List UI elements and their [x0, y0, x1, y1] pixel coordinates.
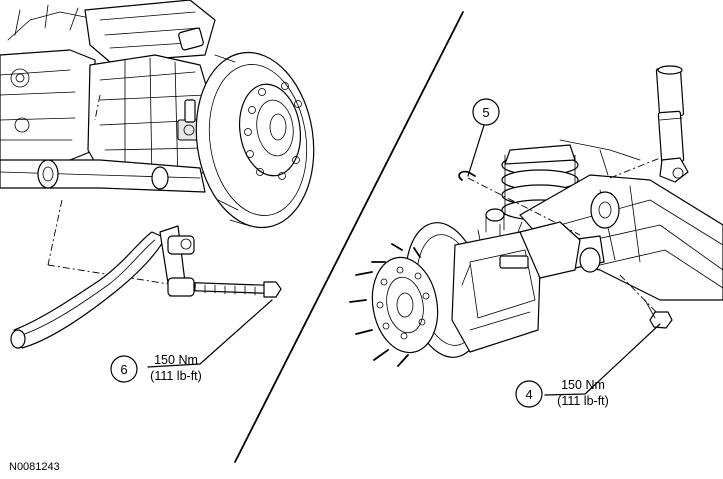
bracket-bolt-head: [485, 208, 505, 222]
right-hub-wheel-studs: [349, 243, 430, 367]
left-view-axle-assembly: [0, 0, 315, 368]
link-lower-bushing: [167, 277, 195, 297]
caliper-bracket: [519, 221, 581, 279]
lower-shock-bolt: [644, 299, 673, 329]
callout-6-torque-lbft: (111 lb-ft): [150, 369, 202, 383]
callout-4-leader: [544, 323, 661, 396]
callout-6: 6 150 Nm (111 lb-ft): [110, 353, 202, 383]
callout-4-torque-lbft: (111 lb-ft): [557, 394, 609, 408]
right-view-axle-assembly: [349, 65, 723, 396]
stabilizer-link-bolt: [194, 281, 282, 298]
callout-6-circle: [110, 355, 138, 383]
bushing-left: [37, 159, 59, 189]
callout-6-torque-nm: 150 Nm: [154, 353, 198, 367]
callout-4-circle: [515, 380, 543, 408]
callout-4-torque-nm: 150 Nm: [561, 378, 605, 392]
stabilizer-bar: [13, 231, 166, 349]
callout-4-number: 4: [525, 387, 532, 402]
retaining-clip: [458, 170, 476, 181]
callout-5-leader: [467, 121, 486, 177]
callout-5-number: 5: [482, 105, 489, 120]
hub-wheel-studs: [244, 82, 302, 180]
dashed-centerline-shock: [609, 157, 661, 179]
stabilizer-bar-end: [10, 329, 26, 349]
upper-arm-bushing: [590, 191, 620, 229]
brake-caliper: [451, 221, 541, 353]
axle-housing-tube: [0, 49, 96, 166]
dashed-centerline-link: [47, 199, 63, 266]
callout-4: 4 150 Nm (111 lb-ft): [515, 378, 609, 408]
view-divider-line: [234, 11, 464, 463]
callout-6-number: 6: [120, 362, 127, 377]
shock-absorber: [655, 65, 689, 183]
right-wheel-hub: [371, 256, 439, 354]
spring-seat-upper: [504, 144, 576, 165]
figure-id-label: N0081243: [9, 461, 60, 473]
callout-6-leader: [147, 299, 273, 368]
callout-5-circle: [472, 98, 500, 126]
callout-5: 5: [472, 98, 500, 126]
